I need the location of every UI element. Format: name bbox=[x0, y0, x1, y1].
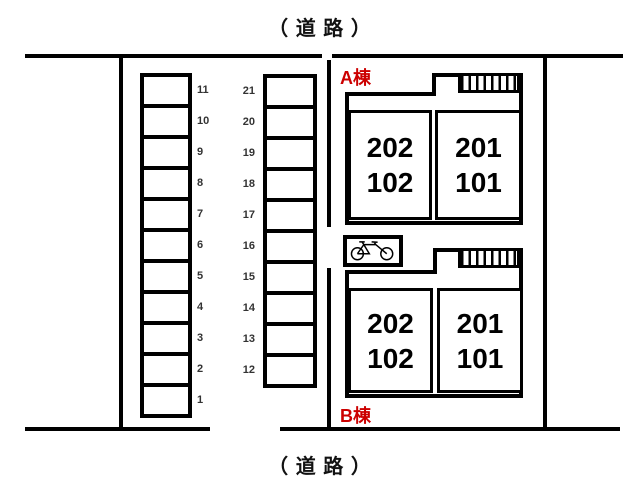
parking-space bbox=[263, 74, 317, 109]
parking-space-row: 13 bbox=[239, 322, 319, 357]
parking-space bbox=[263, 198, 317, 233]
building-a-room-right: 201 101 bbox=[435, 110, 522, 220]
parking-space-row: 2 bbox=[140, 352, 220, 387]
boundary-middle-vertical-upper bbox=[327, 60, 331, 227]
boundary-top-right-segment bbox=[332, 54, 623, 58]
parking-column-left: 11 10 9 8 7 6 5 4 3 2 1 bbox=[140, 73, 220, 423]
parking-space-number: 4 bbox=[197, 301, 204, 313]
parking-space-row: 7 bbox=[140, 197, 220, 232]
building-b-room-left: 202 102 bbox=[348, 288, 433, 393]
parking-space-number: 21 bbox=[242, 85, 255, 97]
parking-space-number: 15 bbox=[242, 271, 255, 283]
parking-space-number: 1 bbox=[197, 394, 204, 406]
road-label-top: （ 道 路 ） bbox=[268, 18, 372, 40]
parking-space-number: 12 bbox=[242, 364, 255, 376]
parking-space-number: 9 bbox=[197, 146, 204, 158]
parking-space-number: 18 bbox=[242, 178, 255, 190]
parking-space-number: 5 bbox=[197, 270, 204, 282]
parking-space bbox=[140, 259, 192, 294]
room-number-lower: 102 bbox=[367, 342, 414, 374]
parking-space-number: 2 bbox=[197, 363, 204, 375]
parking-space-row: 11 bbox=[140, 73, 220, 108]
parking-space bbox=[263, 260, 317, 295]
parking-space-row: 12 bbox=[239, 353, 319, 388]
parking-space-row: 5 bbox=[140, 259, 220, 294]
boundary-left-vertical bbox=[119, 54, 123, 431]
bicycle-icon bbox=[350, 241, 394, 261]
parking-space bbox=[140, 135, 192, 170]
parking-space-number: 13 bbox=[242, 333, 255, 345]
parking-space-row: 20 bbox=[239, 105, 319, 140]
boundary-middle-vertical-lower bbox=[327, 268, 331, 431]
parking-space bbox=[263, 167, 317, 202]
parking-space bbox=[263, 229, 317, 264]
parking-space-number: 14 bbox=[242, 302, 255, 314]
room-number-upper: 202 bbox=[367, 307, 414, 339]
parking-space-number: 7 bbox=[197, 208, 204, 220]
parking-space-number: 10 bbox=[197, 115, 210, 127]
parking-space bbox=[263, 322, 317, 357]
parking-space-row: 3 bbox=[140, 321, 220, 356]
parking-space-row: 8 bbox=[140, 166, 220, 201]
parking-space-number: 17 bbox=[242, 209, 255, 221]
parking-space-row: 1 bbox=[140, 383, 220, 418]
parking-space-number: 11 bbox=[197, 84, 209, 96]
parking-space-row: 14 bbox=[239, 291, 319, 326]
boundary-bottom-left-segment bbox=[25, 427, 210, 431]
parking-space-row: 9 bbox=[140, 135, 220, 170]
parking-space bbox=[263, 136, 317, 171]
parking-space-number: 3 bbox=[197, 332, 204, 344]
parking-space bbox=[140, 228, 192, 263]
parking-space bbox=[140, 321, 192, 356]
building-b-stairs-icon bbox=[458, 248, 520, 268]
room-number-upper: 202 bbox=[366, 132, 414, 163]
building-a-label: A棟 bbox=[340, 68, 371, 88]
parking-space-row: 21 bbox=[239, 74, 319, 109]
room-number-lower: 101 bbox=[456, 342, 504, 374]
room-number-lower: 102 bbox=[366, 167, 414, 198]
road-label-bottom: （ 道 路 ） bbox=[268, 456, 372, 478]
parking-space-number: 19 bbox=[242, 147, 255, 159]
parking-space-number: 20 bbox=[242, 116, 255, 128]
parking-column-middle: 21 20 19 18 17 16 15 14 13 12 bbox=[239, 74, 319, 394]
building-b-room-right: 201 101 bbox=[437, 288, 523, 393]
parking-space-row: 15 bbox=[239, 260, 319, 295]
room-number-upper: 201 bbox=[456, 307, 504, 339]
parking-space bbox=[263, 291, 317, 326]
parking-space-number: 8 bbox=[197, 177, 204, 189]
building-b-label: B棟 bbox=[340, 406, 371, 426]
parking-space-row: 17 bbox=[239, 198, 319, 233]
room-number-lower: 101 bbox=[455, 167, 502, 198]
building-a-room-left: 202 102 bbox=[348, 110, 432, 220]
building-a-stairs-icon bbox=[458, 73, 520, 93]
room-number-upper: 201 bbox=[455, 132, 502, 163]
parking-space bbox=[140, 383, 192, 418]
parking-space bbox=[140, 352, 192, 387]
parking-space-number: 16 bbox=[242, 240, 255, 252]
bicycle-parking bbox=[343, 235, 403, 267]
parking-space-number: 6 bbox=[197, 239, 204, 251]
parking-space-row: 18 bbox=[239, 167, 319, 202]
parking-space bbox=[140, 197, 192, 232]
parking-space bbox=[140, 104, 192, 139]
parking-space-row: 10 bbox=[140, 104, 220, 139]
boundary-bottom-right-segment bbox=[280, 427, 620, 431]
parking-space-row: 16 bbox=[239, 229, 319, 264]
boundary-top-left-segment bbox=[25, 54, 322, 58]
parking-space-row: 4 bbox=[140, 290, 220, 325]
parking-space-row: 19 bbox=[239, 136, 319, 171]
parking-space bbox=[140, 73, 192, 108]
parking-space bbox=[263, 353, 317, 388]
parking-space bbox=[140, 290, 192, 325]
parking-space bbox=[263, 105, 317, 140]
boundary-right-vertical bbox=[543, 54, 547, 431]
parking-space-row: 6 bbox=[140, 228, 220, 263]
parking-space bbox=[140, 166, 192, 201]
